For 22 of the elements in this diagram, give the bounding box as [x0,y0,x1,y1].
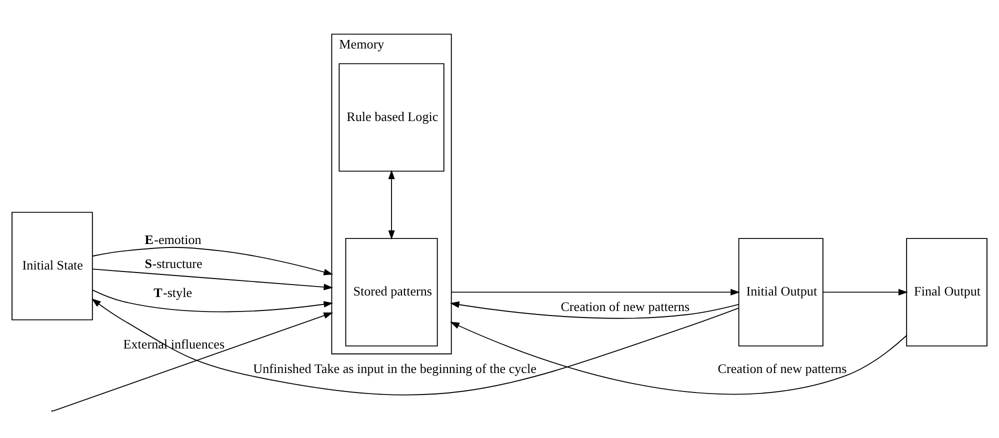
arrow [450,288,740,296]
edge-label: Creation of new patterns [560,299,690,314]
edge-label: E-emotion [144,232,202,247]
edge-label: Creation of new patterns [718,360,847,376]
arrow [52,312,334,412]
node-box: Initial State [12,212,93,320]
node-box: Initial Output [738,238,824,346]
arrow [822,288,908,296]
node-box: Rule based Logic [338,63,444,172]
edge-label: Unfinished Take as input in the beginning of the cycle [253,360,536,376]
arrow [450,301,740,319]
arrow [92,268,334,290]
arrow [92,290,334,312]
node-box: Stored patterns [345,238,438,346]
arrow [92,298,739,396]
arrow [450,322,907,395]
edge-label: External influences [123,336,225,352]
node-box: Final Output [906,238,988,346]
edge-label: S-structure [144,256,202,272]
arrow [92,246,334,276]
arrow [388,170,395,240]
edge-label: T-style [154,285,192,300]
